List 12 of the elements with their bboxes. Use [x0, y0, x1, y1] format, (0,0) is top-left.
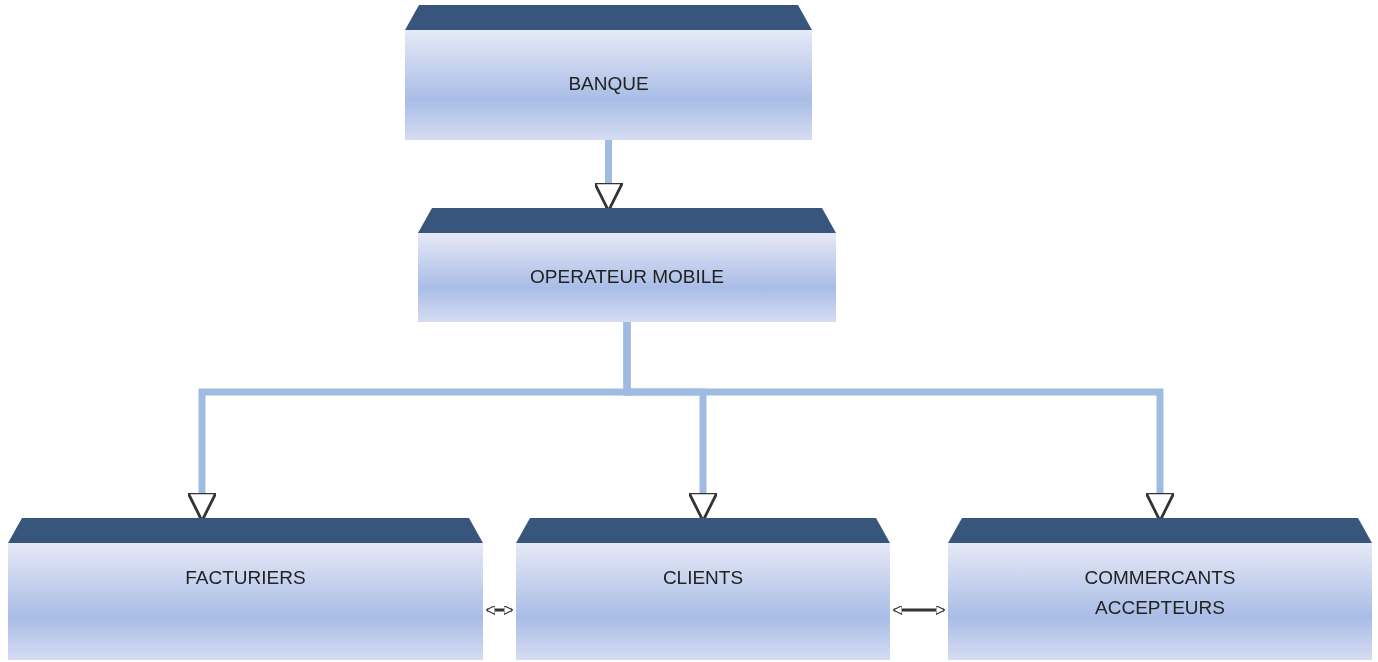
arrow	[485, 604, 514, 616]
box-label: OPERATEUR MOBILE	[529, 264, 725, 289]
arrow	[892, 604, 946, 616]
process-box	[8, 518, 483, 660]
box-label: CLIENTS	[661, 566, 745, 590]
process-box	[516, 518, 890, 660]
box-label: BANQUE	[567, 72, 650, 96]
process-box	[405, 5, 812, 140]
box-label: FACTURIERS	[184, 566, 307, 590]
process-box	[948, 518, 1372, 660]
box-label: COMMERCANTS ACCEPTEURS	[1083, 566, 1237, 621]
process-box	[418, 208, 836, 322]
